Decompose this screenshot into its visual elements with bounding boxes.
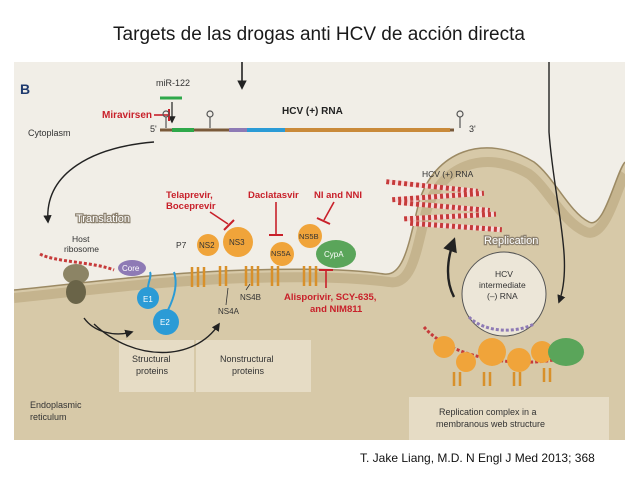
slide-title: Targets de las drogas anti HCV de acción… <box>113 24 525 45</box>
miravirsen-label: Miravirsen <box>102 110 152 121</box>
three-prime-label: 3' <box>469 124 476 134</box>
ribosome-rna <box>39 252 115 272</box>
complex-line1: Replication complex in a <box>439 407 537 417</box>
structural-box <box>119 340 194 392</box>
rna-label: HCV (+) RNA <box>282 106 343 117</box>
drug-ns5b: NI and NNI <box>314 190 362 201</box>
er-line1: Endoplasmic <box>30 400 82 410</box>
e2-protein <box>153 309 179 335</box>
translation-label: Translation <box>76 213 130 225</box>
replication-arrow <box>443 237 457 298</box>
drug-ns3-line2: Boceprevir <box>166 201 216 212</box>
nonstructural-line1: Nonstructural <box>220 354 274 364</box>
structural-arrow <box>83 317 134 338</box>
cypa-protein <box>316 240 356 268</box>
host-ribosome-line2: ribosome <box>64 244 99 254</box>
host-ribosome <box>66 280 86 304</box>
intermediate-line2: intermediate <box>479 280 526 290</box>
translation-arrow <box>43 141 155 224</box>
ribosome-small-subunit <box>63 264 89 284</box>
ns5b-protein <box>298 224 322 248</box>
rna-to-complex-arrow <box>548 131 566 304</box>
structural-line1: Structural <box>132 354 171 364</box>
er-membrane <box>14 157 625 303</box>
e1-label: E1 <box>143 295 153 304</box>
ns5a-protein <box>270 242 294 266</box>
intermediate-line3: (–) RNA <box>487 291 518 301</box>
intermediate-line1: HCV <box>495 269 513 279</box>
e2-label: E2 <box>160 318 170 327</box>
rna-copies-label: HCV (+) RNA <box>422 169 474 179</box>
citation: T. Jake Liang, M.D. N Engl J Med 2013; 3… <box>360 451 595 465</box>
replication-label: Replication <box>484 235 538 247</box>
hcv-lifecycle-figure: B miR-122 Miravirsen 5' 3' HCV (+) RNA C… <box>14 62 625 440</box>
drug-ns3-line1: Telaprevir, <box>166 190 213 201</box>
structural-line2: proteins <box>136 366 169 376</box>
drug-ns5a: Daclatasvir <box>248 190 299 201</box>
nonstructural-arrow <box>93 322 220 354</box>
ns3-label: NS3 <box>229 238 245 247</box>
intermediate-vesicle <box>461 251 547 337</box>
core-coding-region <box>229 128 247 132</box>
five-prime-label: 5' <box>150 124 157 134</box>
ns5b-inhibit-bar <box>316 217 331 225</box>
cypa-label: CypA <box>324 250 344 259</box>
ns3-inhibit-line <box>209 211 229 225</box>
ns4b-label: NS4B <box>240 293 261 302</box>
cyclophilin-drug-line2: and NIM811 <box>310 304 363 315</box>
core-protein <box>118 260 146 276</box>
negative-rna-strand <box>467 315 535 332</box>
mirna-binding-site <box>172 128 194 132</box>
nonstructural-line2: proteins <box>232 366 265 376</box>
ns3-inhibit-bar <box>223 219 235 231</box>
ns4a-label: NS4A <box>218 307 240 316</box>
ns5b-label: NS5B <box>299 232 319 241</box>
ns5a-label: NS5A <box>271 249 291 258</box>
rna-copies <box>385 179 503 233</box>
er-line2: reticulum <box>30 412 67 422</box>
nonstructural-coding-region <box>285 128 450 132</box>
nonstructural-box <box>196 340 311 392</box>
transmembrane-helices <box>190 266 318 287</box>
ns2-protein <box>197 234 219 256</box>
structural-coding-region <box>247 128 285 132</box>
ns3-protein <box>223 227 253 257</box>
core-label: Core <box>122 264 140 273</box>
complex-box <box>409 397 609 440</box>
panel-label: B <box>20 81 30 97</box>
ns5b-inhibit-line <box>323 201 335 221</box>
ns2-label: NS2 <box>199 241 215 250</box>
p7-label: P7 <box>176 240 187 250</box>
host-ribosome-line1: Host <box>72 234 90 244</box>
cytoplasm-label: Cytoplasm <box>28 128 71 138</box>
cyclophilin-drug-line1: Alisporivir, SCY-635, <box>284 292 376 303</box>
complex-line2: membranous web structure <box>436 419 545 429</box>
mirna-label: miR-122 <box>156 78 190 88</box>
figure-svg: B miR-122 Miravirsen 5' 3' HCV (+) RNA C… <box>14 62 625 440</box>
replication-complex <box>422 326 585 386</box>
e1-protein <box>137 287 159 309</box>
